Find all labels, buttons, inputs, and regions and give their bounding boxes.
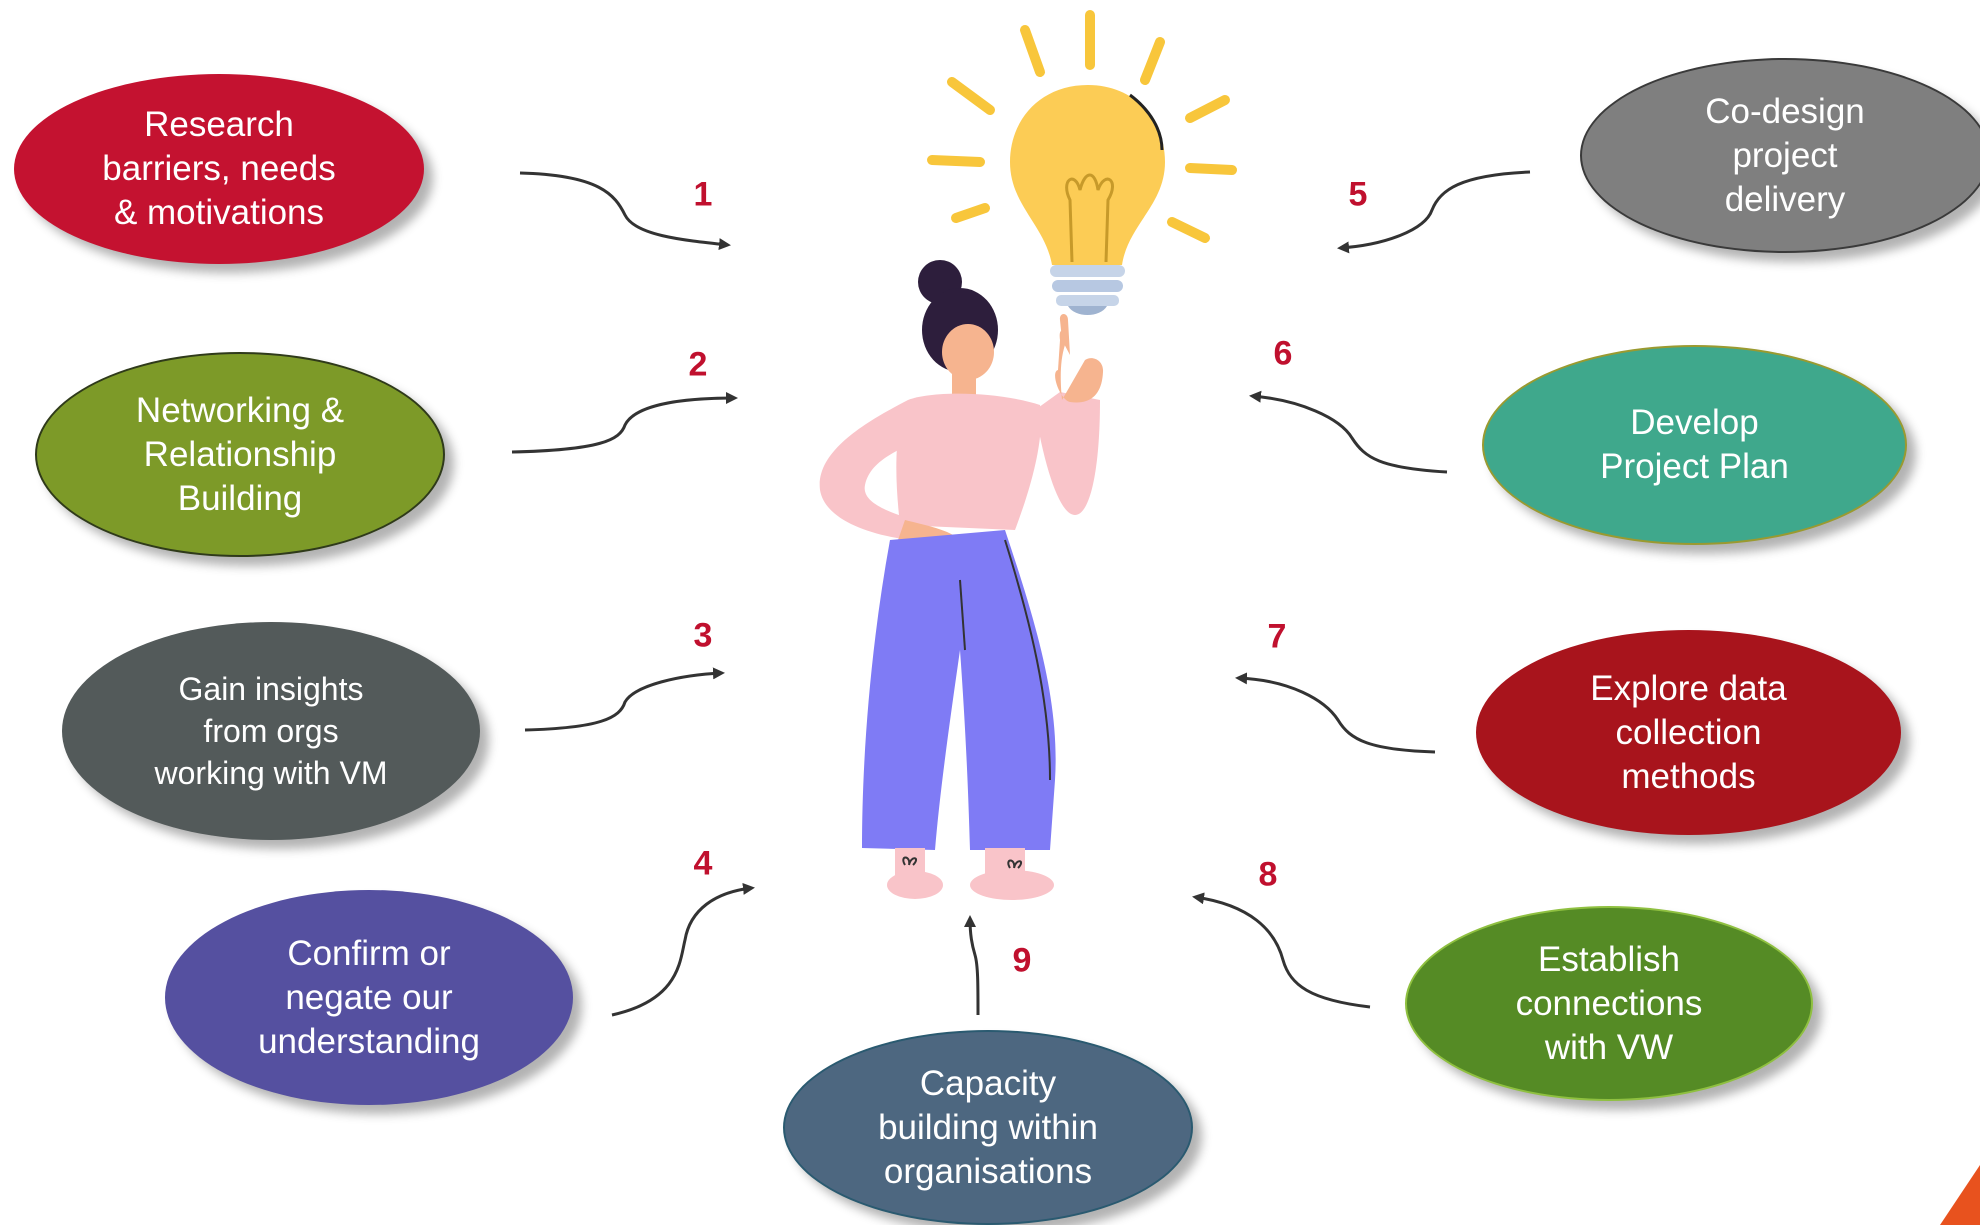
arrow-2	[511, 392, 738, 454]
step-3-bubble: Gain insights from orgs working with VM	[62, 622, 480, 840]
step-4-label: Confirm or negate our understanding	[258, 933, 480, 1061]
arrow-1	[519, 171, 731, 251]
step-6-bubble: Develop Project Plan	[1482, 345, 1907, 545]
step-8-label: Establish connections with VW	[1515, 939, 1703, 1067]
step-2-label: Networking & Relationship Building	[135, 390, 345, 518]
arrow-5	[1337, 170, 1531, 254]
step-7-number: 7	[1267, 617, 1287, 656]
step-9-bubble: Capacity building within organisations	[783, 1030, 1193, 1225]
step-7-bubble: Explore data collection methods	[1476, 630, 1901, 835]
step-6-label: Develop Project Plan	[1600, 403, 1789, 486]
step-3-label: Gain insights from orgs working with VM	[154, 671, 388, 791]
corner-accent-shape	[1940, 1165, 1980, 1225]
step-6-number: 6	[1273, 334, 1293, 373]
arrow-8	[1192, 892, 1371, 1009]
lightbulb-icon	[1010, 85, 1165, 315]
step-2-bubble: Networking & Relationship Building	[35, 352, 445, 557]
step-4-bubble: Confirm or negate our understanding	[165, 890, 573, 1105]
step-9-number: 9	[1012, 941, 1032, 980]
step-1-bubble: Research barriers, needs & motivations	[14, 74, 424, 264]
person-figure	[819, 260, 1104, 900]
arrow-9	[964, 915, 980, 1016]
step-9-label: Capacity building within organisations	[878, 1063, 1098, 1191]
arrow-6	[1249, 390, 1448, 474]
step-8-bubble: Establish connections with VW	[1405, 906, 1813, 1101]
arrow-4	[611, 883, 755, 1017]
lightbulb-rays-icon	[927, 10, 1237, 243]
step-1-number: 1	[693, 175, 713, 214]
step-2-number: 2	[688, 345, 708, 384]
step-8-number: 8	[1258, 855, 1278, 894]
step-3-number: 3	[693, 616, 713, 655]
step-5-bubble: Co-design project delivery	[1580, 58, 1980, 253]
step-7-label: Explore data collection methods	[1590, 668, 1787, 796]
arrow-3	[524, 667, 725, 732]
step-5-number: 5	[1348, 175, 1368, 214]
step-5-label: Co-design project delivery	[1705, 91, 1865, 219]
step-4-number: 4	[693, 844, 713, 883]
arrow-7	[1235, 672, 1436, 754]
step-1-label: Research barriers, needs & motivations	[102, 105, 336, 232]
